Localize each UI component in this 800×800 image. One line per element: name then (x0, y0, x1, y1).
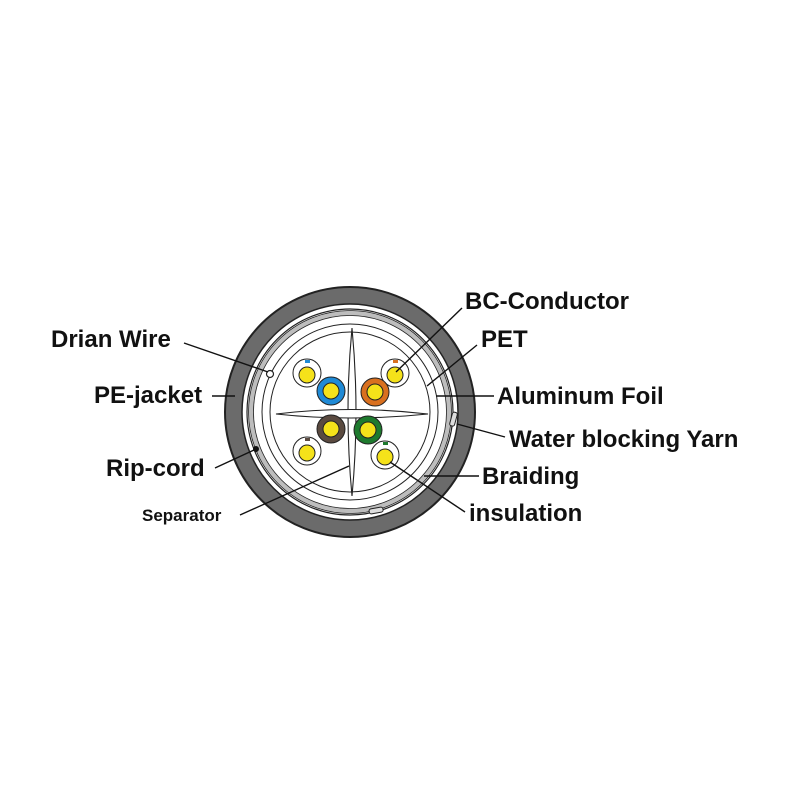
separator-horizontal (275, 408, 429, 419)
white-conductor-lower-left (292, 436, 322, 466)
leader-drian-wire (183, 342, 269, 373)
leader-rip-cord (214, 449, 255, 469)
leader-separator (239, 465, 350, 516)
label-separator: Separator (142, 506, 222, 525)
label-pe-jacket: PE-jacket (94, 382, 203, 409)
yarn-mark-bottom (368, 506, 384, 515)
leader-lines (183, 307, 506, 516)
label-aluminum-foil: Aluminum Foil (497, 383, 664, 410)
foil-inner-edge (253, 315, 447, 509)
blue-conductor (316, 376, 346, 406)
rip-cord (253, 446, 259, 452)
pet-ring (261, 323, 439, 501)
aluminum-foil-ring (248, 310, 452, 514)
label-drian-wire: Drian Wire (51, 326, 171, 353)
label-rip-cord: Rip-cord (106, 455, 205, 482)
drain-wire (265, 369, 275, 379)
label-bc-conductor: BC-Conductor (465, 288, 629, 315)
leader-bc-conductor (395, 307, 463, 373)
label-water-blocking-yarn: Water blocking Yarn (509, 426, 739, 453)
leader-water-yarn (456, 423, 506, 438)
inner-ring (269, 331, 431, 493)
label-braiding: Braiding (482, 463, 580, 490)
white-conductor-upper-left (292, 358, 322, 388)
white-conductor-lower-right (370, 440, 400, 470)
leader-insulation (389, 461, 466, 513)
label-insulation: insulation (469, 500, 583, 527)
green-conductor (353, 415, 383, 445)
leader-pet (426, 344, 478, 387)
orange-conductor (360, 377, 390, 407)
water-blocking-yarn-mark (449, 411, 458, 427)
brown-conductor (316, 414, 346, 444)
label-pet: PET (481, 326, 528, 353)
foil-outer-edge (248, 310, 452, 514)
